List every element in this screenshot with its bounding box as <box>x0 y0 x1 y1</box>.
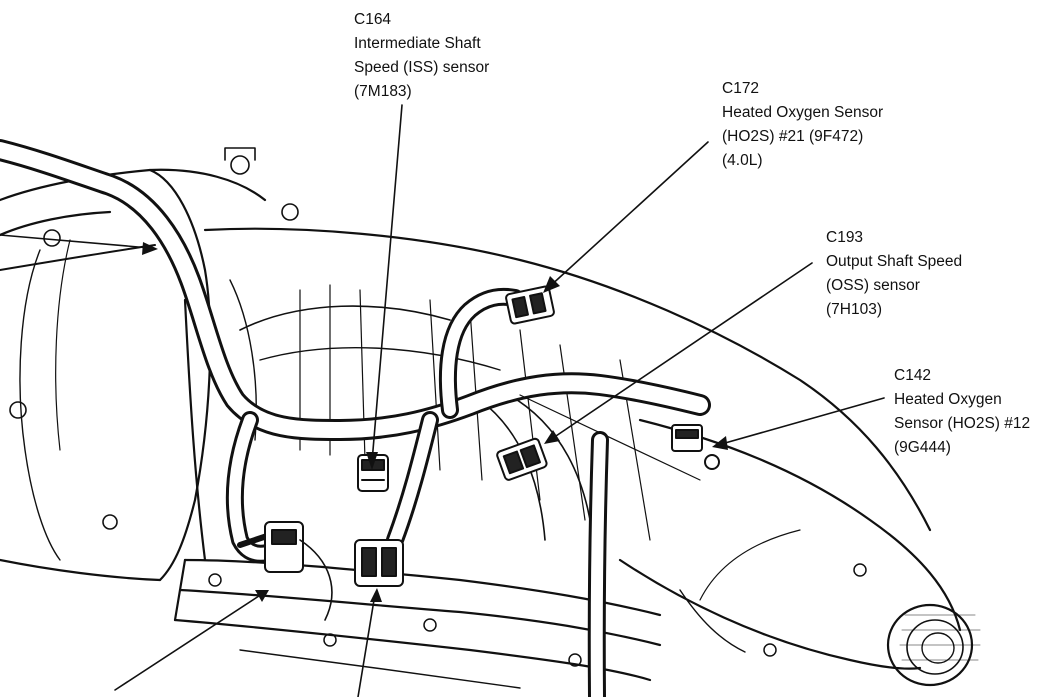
callout-c164-line-1: Intermediate Shaft <box>354 35 481 52</box>
callout-c172-id: C172 <box>722 80 760 97</box>
callout-c142-line-2: Sensor (HO2S) #12 <box>894 415 1031 432</box>
callout-c164-id: C164 <box>354 11 392 28</box>
callout-c172: C172 Heated Oxygen Sensor (HO2S) #21 (9F… <box>722 77 883 173</box>
leader-lines <box>0 104 885 697</box>
transmission-case <box>183 227 932 562</box>
callout-c164-line-3: (7M183) <box>354 83 412 100</box>
callout-c142-line-3: (9G444) <box>894 439 951 456</box>
callout-c142-line-1: Heated Oxygen <box>894 391 1002 408</box>
callout-c193-line-3: (7H103) <box>826 301 882 318</box>
callout-c193-id: C193 <box>826 229 864 246</box>
callout-c193-line-1: Output Shaft Speed <box>826 253 963 270</box>
extension-housing <box>618 418 981 687</box>
connectors <box>264 285 720 621</box>
callout-c193-line-2: (OSS) sensor <box>826 277 920 294</box>
oil-pan <box>173 558 662 689</box>
callout-c193: C193 Output Shaft Speed (OSS) sensor (7H… <box>826 226 962 322</box>
callout-c142-id: C142 <box>894 367 932 384</box>
callout-c172-line-1: Heated Oxygen Sensor <box>722 104 884 121</box>
callout-c164-line-2: Speed (ISS) sensor <box>354 59 490 76</box>
callout-c172-line-2: (HO2S) #21 (9F472) <box>722 128 864 145</box>
callout-c172-line-3: (4.0L) <box>722 152 763 169</box>
callout-c164: C164 Intermediate Shaft Speed (ISS) sens… <box>354 8 489 104</box>
callout-c142: C142 Heated Oxygen Sensor (HO2S) #12 (9G… <box>894 364 1030 460</box>
wiring-harness <box>0 139 711 697</box>
arrowheads <box>142 242 728 602</box>
